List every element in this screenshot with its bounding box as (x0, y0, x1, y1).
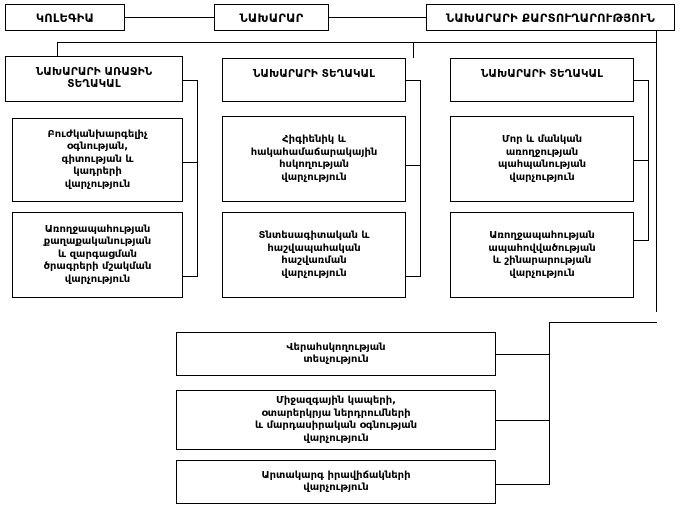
node-kolegia-label: ԿՈԼԵԳԻԱ (35, 10, 95, 25)
connector-bus-to-deputy-right (656, 42, 657, 312)
node-dept-hygiene-label: Հիգիենիկ և հակահամաճարակային հսկողության… (250, 134, 378, 183)
node-secretariat-label: ՆԱԽԱՐԱՐԻ ՔԱՐՏՈՒՂԱՐՈՒԹՅՈՒՆ (445, 10, 656, 25)
node-dept-policy[interactable]: Առողջապահության քաղաքականության և զարգաց… (12, 212, 183, 298)
node-dept-emergency[interactable]: Արտակարգ իրավիճակների վարչություն (176, 460, 496, 504)
node-deputy-right-label: ՆԱԽԱՐԱՐԻ ՏԵՂԱԿԱԼ (480, 68, 604, 80)
connector-deputy-center-out (406, 80, 421, 81)
connector-deputy-right-out (634, 80, 649, 81)
node-secretariat[interactable]: ՆԱԽԱՐԱՐԻ ՔԱՐՏՈՒՂԱՐՈՒԹՅՈՒՆ (426, 4, 675, 31)
connector-bottom-to-intl (496, 420, 550, 421)
connector-center-spine (420, 80, 421, 276)
node-minister-label: ՆԱԽԱՐԱՐ (239, 10, 304, 25)
connector-minister-secretariat (329, 17, 426, 18)
node-dept-economy[interactable]: Տնտեսագիտական և հաշվապահական հաշվառման վ… (222, 212, 406, 298)
node-dept-supply[interactable]: Առողջապահության ապահովվածության և շինարա… (450, 212, 634, 298)
connector-bottom-to-emergency (496, 484, 550, 485)
connector-right-to-dept-supply (634, 240, 649, 241)
node-deputy-center-label: ՆԱԽԱՐԱՐԻ ՏԵՂԱԿԱԼ (252, 68, 376, 80)
node-dept-hygiene[interactable]: Հիգիենիկ և հակահամաճարակային հսկողության… (222, 116, 406, 202)
node-dept-emergency-label: Արտակարգ իրավիճակների վարչություն (261, 469, 411, 494)
connector-main-bus (57, 42, 657, 43)
connector-center-to-dept-hygiene (406, 165, 421, 166)
node-dept-medical-label: Բուժկանխարգելիչ օգնության, գիտության և կ… (47, 128, 148, 190)
node-dept-mother-label: Մոր և մանկան առողջության պահպանության վա… (497, 134, 587, 183)
node-minister[interactable]: ՆԱԽԱՐԱՐ (214, 4, 329, 31)
node-dept-policy-label: Առողջապահության քաղաքականության և զարգաց… (43, 223, 152, 285)
node-deputy-right[interactable]: ՆԱԽԱՐԱՐԻ ՏԵՂԱԿԱԼ (450, 58, 634, 102)
connector-center-to-dept-economy (406, 276, 421, 277)
node-dept-control-label: Վերահսկողության տեսչություն (286, 341, 386, 366)
node-dept-economy-label: Տնտեսագիտական և հաշվապահական հաշվառման վ… (258, 230, 370, 279)
connector-bottom-to-control (496, 354, 550, 355)
node-first-deputy[interactable]: ՆԱԽԱՐԱՐԻ ԱՌԱՋԻՆ ՏԵՂԱԿԱԼ (5, 56, 183, 102)
connector-first-deputy-out (183, 80, 198, 81)
node-kolegia[interactable]: ԿՈԼԵԳԻԱ (5, 4, 125, 31)
node-dept-control[interactable]: Վերահսկողության տեսչություն (176, 332, 496, 376)
connector-right-to-dept-mother (634, 160, 649, 161)
node-deputy-center[interactable]: ՆԱԽԱՐԱՐԻ ՏԵՂԱԿԱԼ (222, 58, 406, 102)
connector-left-to-dept-policy (183, 276, 198, 277)
node-first-deputy-label: ՆԱԽԱՐԱՐԻ ԱՌԱՋԻՆ ՏԵՂԱԿԱԼ (35, 66, 153, 90)
connector-bus-to-deputy-center (413, 42, 414, 58)
connector-left-spine (197, 80, 198, 276)
node-dept-intl-label: Միջազգային կապերի, օտարերկրյա ներդրումնե… (254, 395, 418, 444)
node-dept-supply-label: Առողջապահության ապահովվածության և շինարա… (488, 230, 596, 279)
connector-bottom-spine (549, 322, 550, 484)
node-dept-intl[interactable]: Միջազգային կապերի, օտարերկրյա ներդրումնե… (176, 390, 496, 450)
node-dept-medical[interactable]: Բուժկանխարգելիչ օգնության, գիտության և կ… (12, 118, 183, 202)
connector-bottom-bus (549, 322, 657, 323)
connector-bus-to-first-deputy (57, 42, 58, 58)
connector-left-to-dept-medical (183, 162, 198, 163)
node-dept-mother[interactable]: Մոր և մանկան առողջության պահպանության վա… (450, 116, 634, 202)
connector-kolegia-minister (125, 17, 214, 18)
